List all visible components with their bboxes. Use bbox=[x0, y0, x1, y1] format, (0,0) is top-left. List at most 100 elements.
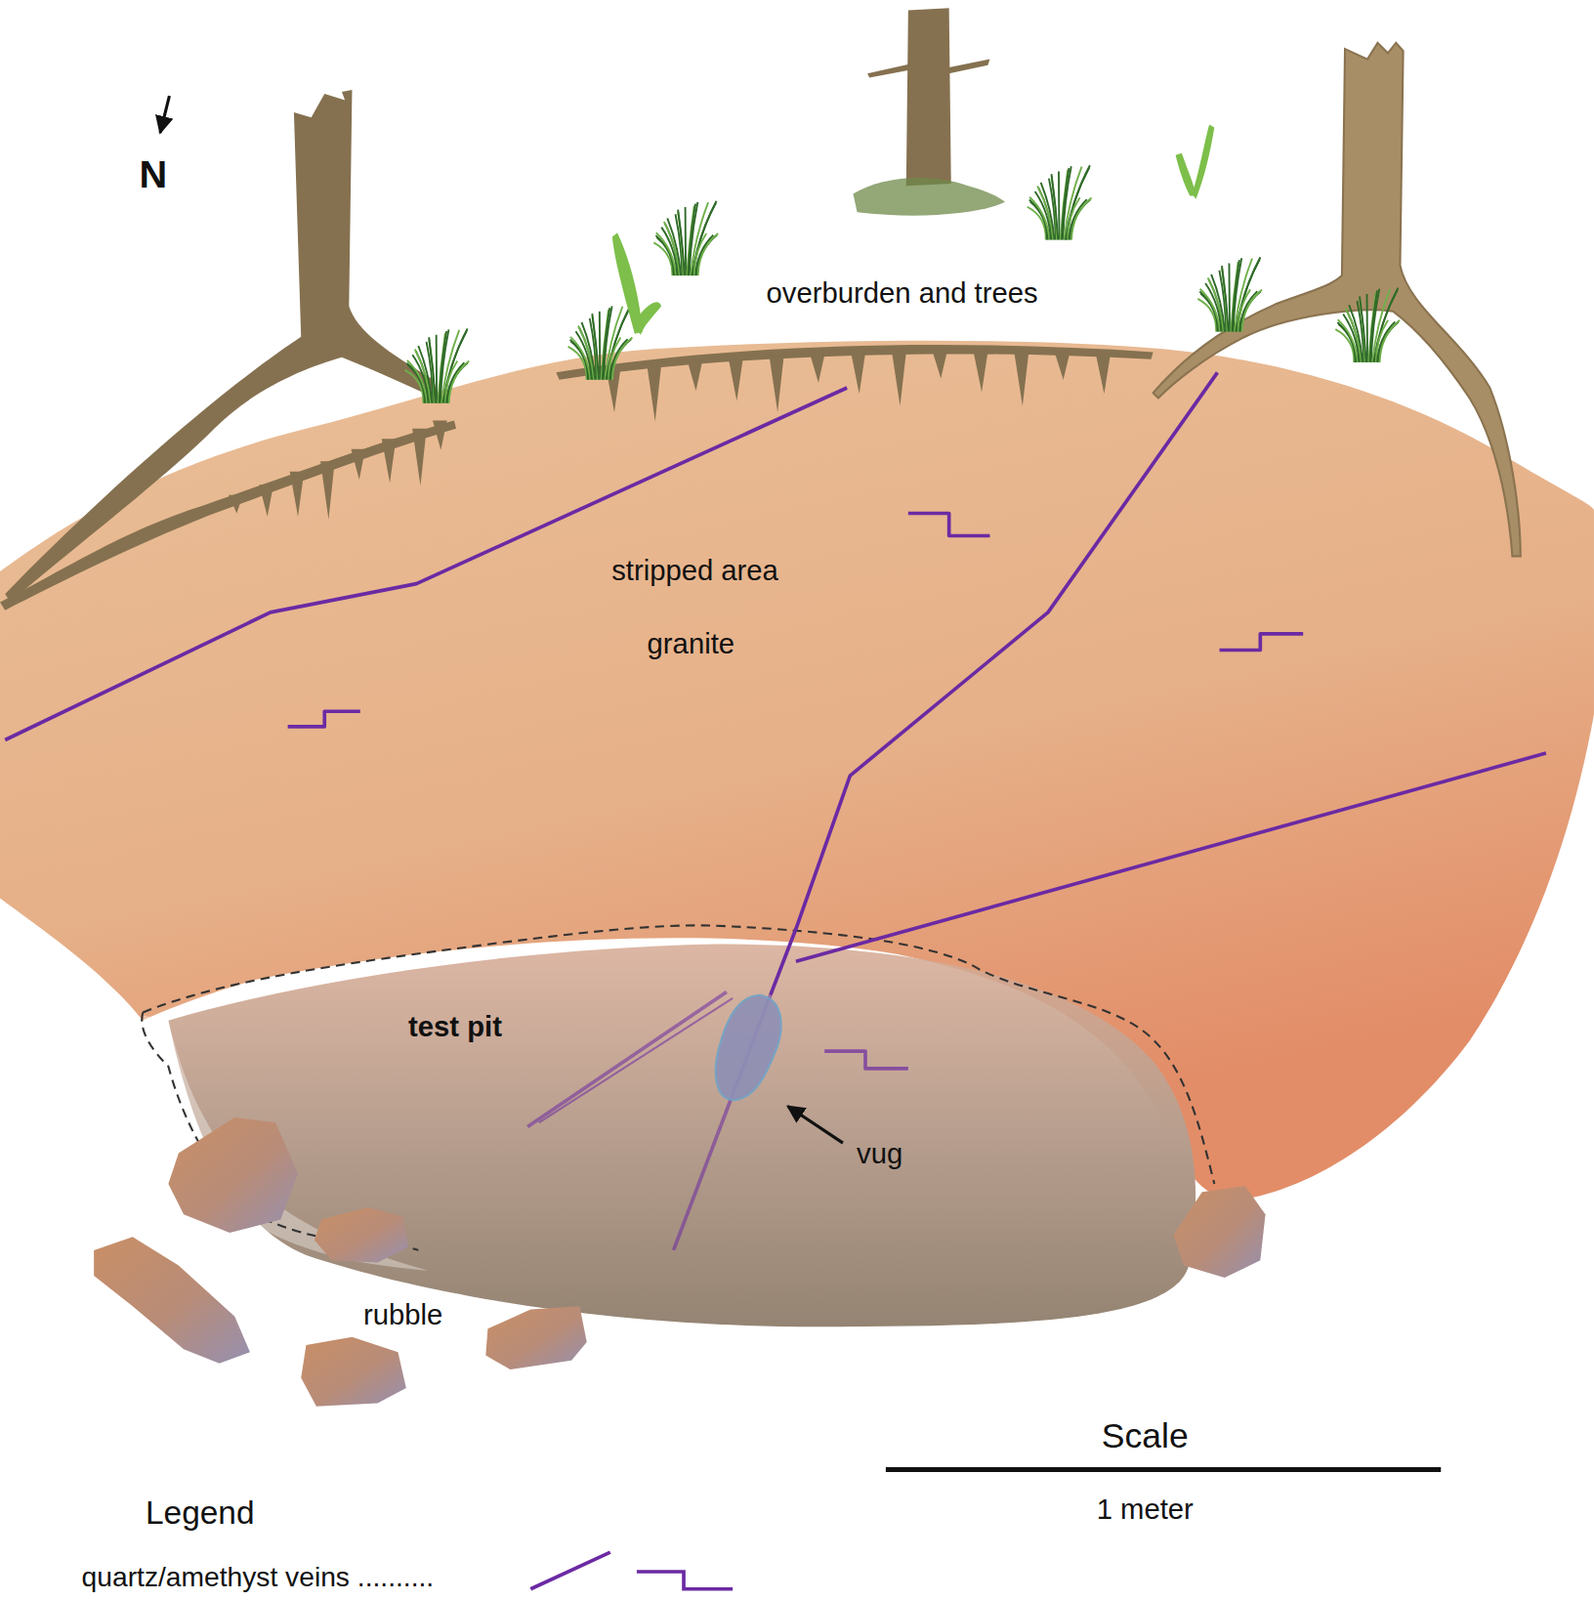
map-label: Legend bbox=[145, 1495, 255, 1532]
sketch-stroke bbox=[447, 362, 468, 403]
sketch-stroke bbox=[1095, 355, 1111, 395]
test-pit-floor bbox=[167, 943, 1196, 1327]
sketch-stroke bbox=[1029, 197, 1049, 241]
sketch-stroke bbox=[1014, 353, 1030, 407]
sketch-stroke bbox=[1380, 320, 1401, 363]
sketch-stroke bbox=[632, 301, 662, 335]
sketch-stroke bbox=[314, 1207, 409, 1262]
sketch-stroke bbox=[770, 372, 1218, 995]
sketch-stroke bbox=[687, 362, 703, 391]
sketch-stroke bbox=[769, 357, 785, 413]
sketch-stroke bbox=[290, 471, 305, 517]
sketch-stroke bbox=[1153, 42, 1521, 557]
sketch-stroke bbox=[1174, 1185, 1266, 1278]
sketch-stroke bbox=[653, 242, 672, 276]
scale-bar bbox=[885, 1467, 1441, 1472]
sketch-stroke bbox=[867, 59, 990, 79]
sketch-stroke bbox=[539, 998, 734, 1123]
sketch-stroke bbox=[891, 351, 907, 406]
sketch-stroke bbox=[906, 7, 952, 186]
sketch-stroke bbox=[1211, 274, 1225, 333]
sketch-stroke bbox=[568, 346, 588, 380]
sketch-stroke bbox=[407, 360, 427, 404]
sketch-stroke bbox=[591, 313, 599, 379]
map-label: N bbox=[138, 154, 168, 198]
legend-vein-samples bbox=[530, 1552, 733, 1590]
sketch-stroke bbox=[1057, 171, 1060, 241]
sketch-stroke bbox=[1070, 199, 1091, 240]
sketch-stroke bbox=[167, 1117, 298, 1233]
map-label: granite bbox=[647, 629, 735, 661]
sketch-stroke bbox=[1378, 322, 1399, 363]
sketch-stroke bbox=[611, 338, 632, 379]
sketch-stroke bbox=[1221, 265, 1229, 332]
map-label: Scale bbox=[1101, 1417, 1189, 1456]
map-label: stripped area bbox=[611, 555, 779, 588]
sketch-stroke bbox=[612, 337, 633, 380]
sketch-stroke bbox=[1051, 173, 1059, 240]
sketch-stroke bbox=[1200, 289, 1220, 333]
sketch-stroke bbox=[1041, 182, 1055, 241]
vug bbox=[715, 995, 782, 1101]
sketch-stroke bbox=[418, 345, 432, 404]
sketch-stroke bbox=[1366, 293, 1369, 363]
roots bbox=[0, 344, 1154, 611]
map-label: test pit bbox=[408, 1011, 503, 1044]
quartz-veins bbox=[4, 372, 1547, 1251]
sketch-stroke bbox=[684, 207, 687, 276]
trees bbox=[4, 7, 1521, 602]
sketch-stroke bbox=[4, 89, 439, 602]
sketch-stroke bbox=[449, 361, 470, 404]
sketch-stroke bbox=[1027, 207, 1047, 241]
sketch-stroke bbox=[656, 232, 676, 276]
grass-tufts bbox=[404, 165, 1400, 403]
sketch-stroke bbox=[677, 209, 685, 276]
sketch-stroke bbox=[852, 177, 1006, 216]
sketch-stroke bbox=[432, 419, 448, 450]
sketch-stroke bbox=[1335, 329, 1354, 363]
test-pit-outline bbox=[141, 924, 1215, 1251]
sketch-stroke bbox=[1348, 304, 1363, 363]
sketch-stroke bbox=[485, 1305, 587, 1370]
map-label: overburden and trees bbox=[766, 278, 1039, 310]
sketch-stroke bbox=[4, 387, 847, 740]
sketch-stroke bbox=[1054, 354, 1070, 380]
rubble-rocks bbox=[93, 1117, 1265, 1407]
sketch-stroke bbox=[667, 217, 681, 276]
sketch-stroke bbox=[381, 438, 397, 483]
sketch-stroke bbox=[696, 235, 717, 276]
sketch-stroke bbox=[850, 353, 866, 395]
seedlings bbox=[612, 124, 1215, 335]
sketch-stroke bbox=[412, 428, 427, 487]
sketch-stroke bbox=[1338, 319, 1358, 363]
sketch-stroke bbox=[570, 336, 590, 380]
test-pit-rim bbox=[142, 1015, 429, 1271]
sketch-stroke bbox=[1197, 298, 1217, 333]
sketch-stroke bbox=[908, 513, 991, 537]
north-arrow bbox=[160, 95, 169, 133]
sketch-stroke bbox=[1240, 291, 1261, 332]
sketch-stroke bbox=[728, 359, 744, 402]
vug-arrow bbox=[788, 1106, 843, 1144]
sketch-stroke bbox=[973, 351, 989, 392]
sketch-stroke bbox=[581, 322, 595, 380]
root-spikes bbox=[228, 351, 1111, 519]
sketch-stroke bbox=[428, 336, 436, 403]
sketch-stroke bbox=[646, 365, 662, 421]
sketch-stroke bbox=[320, 461, 336, 520]
sketch-stroke bbox=[932, 351, 948, 378]
sketch-stroke bbox=[636, 1571, 733, 1590]
sketch-stroke bbox=[1071, 197, 1092, 240]
sketch-stroke bbox=[796, 753, 1547, 962]
sketch-stroke bbox=[0, 419, 457, 610]
sketch-stroke bbox=[350, 449, 366, 480]
legend-entry: quartz/amethyst veins .......... bbox=[82, 1561, 435, 1594]
sketch-stroke bbox=[1228, 263, 1231, 333]
sketch-stroke bbox=[1219, 633, 1304, 651]
sketch-stroke bbox=[93, 1236, 251, 1364]
sketch-stroke bbox=[698, 233, 719, 276]
sketch-stroke bbox=[404, 370, 423, 404]
sketch-stroke bbox=[598, 311, 601, 380]
